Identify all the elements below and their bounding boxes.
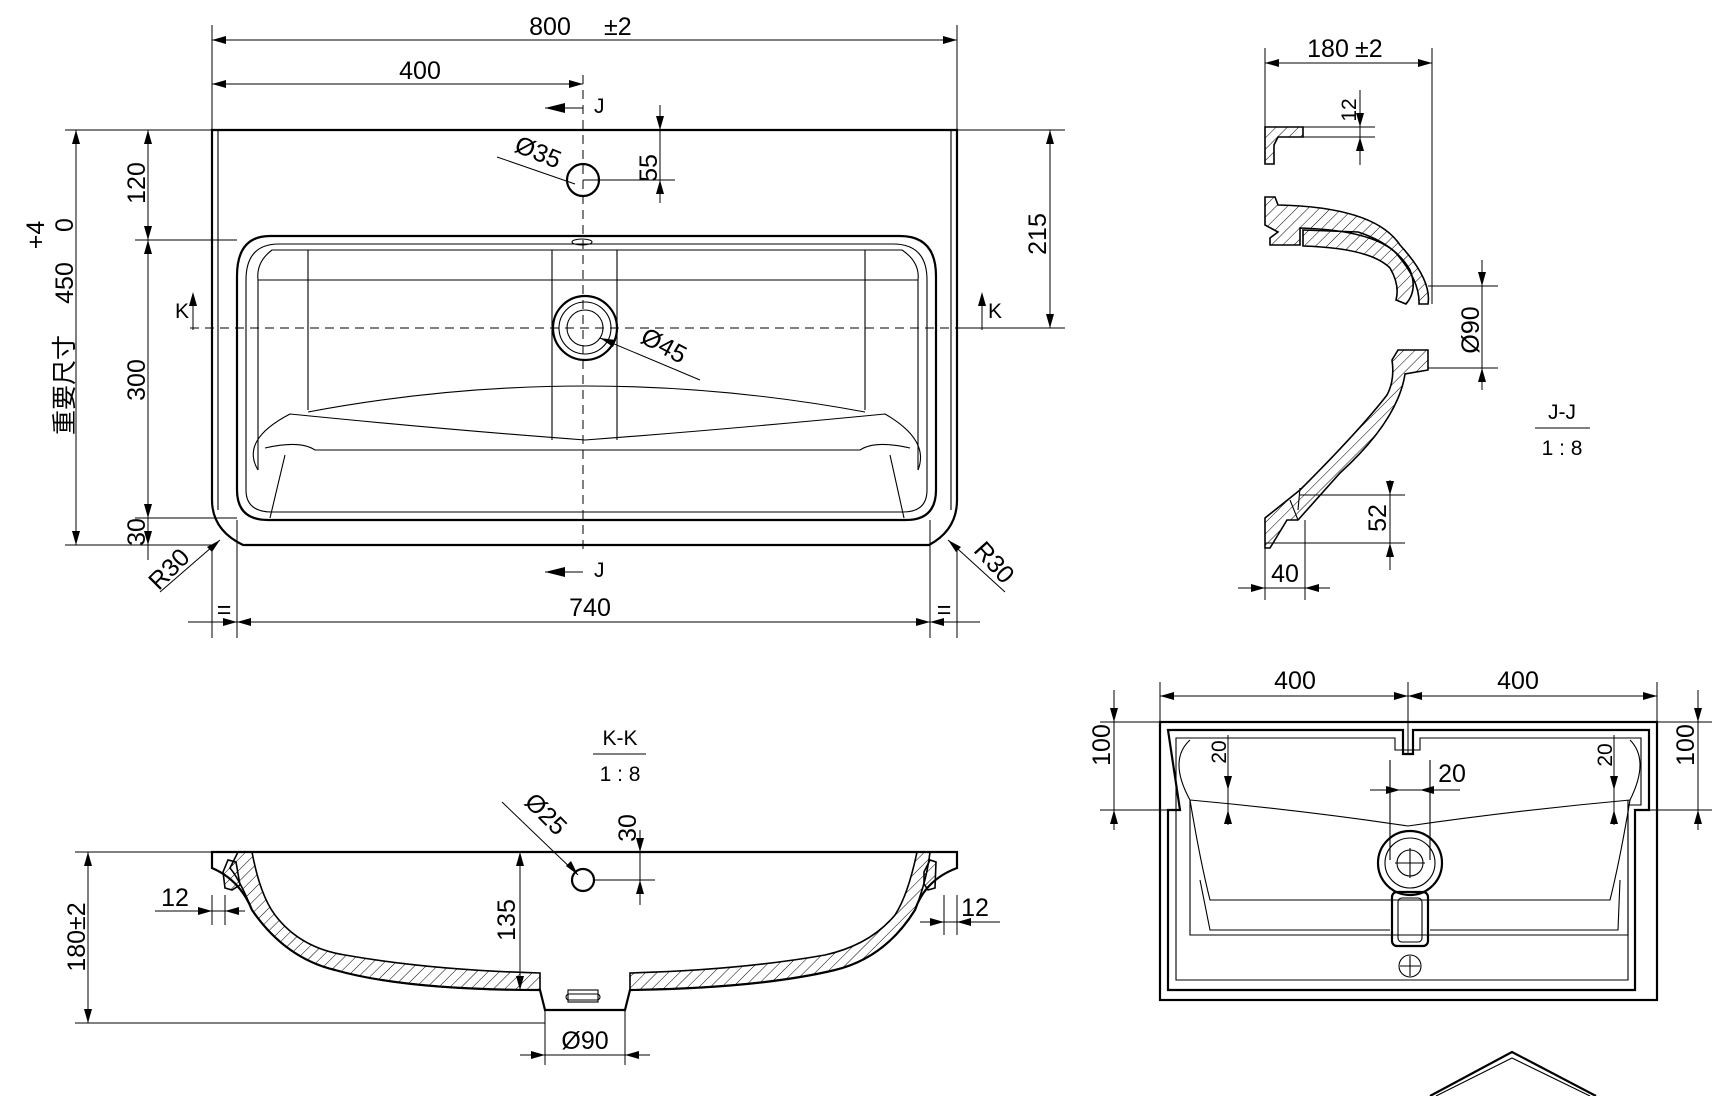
bottom-rib-left: 20 <box>1208 740 1231 763</box>
kk-overflow-offset: 30 <box>614 814 642 842</box>
top-view: 800 ±2 400 J J 55 Ø35 Ø45 <box>22 13 1065 638</box>
section-j-top: J <box>594 95 605 118</box>
bottom-right-edge: 100 <box>1672 724 1700 766</box>
bottom-slot: 20 <box>1438 760 1466 788</box>
dim-bowl-depth: 300 <box>123 359 151 401</box>
jj-title: J-J <box>1548 401 1576 424</box>
kk-title: K-K <box>602 727 637 750</box>
kk-bowl-depth: 135 <box>493 899 521 941</box>
svg-text:Ø35: Ø35 <box>511 131 565 175</box>
bottom-view: 400 400 100 100 20 20 20 <box>1088 667 1712 1002</box>
radius-left: R30 <box>143 543 195 595</box>
dim-front-to-tap: 120 <box>123 162 151 204</box>
bottom-left-edge: 100 <box>1088 724 1116 766</box>
jj-base: 40 <box>1271 560 1299 588</box>
bottom-left-width: 400 <box>1274 667 1316 695</box>
kk-drain: 90 <box>581 1027 609 1055</box>
equal-right: = <box>937 596 952 624</box>
dim-tap-offset: 55 <box>635 154 663 182</box>
jj-depth: 180 <box>1307 35 1349 63</box>
dim-half-width: 400 <box>399 57 441 85</box>
dim-front-margin: 30 <box>123 518 151 546</box>
svg-text:Ø25: Ø25 <box>519 788 572 841</box>
section-k-right: K <box>988 300 1002 323</box>
svg-text:Ø90: Ø90 <box>1457 306 1485 353</box>
bowl-rim <box>235 234 938 522</box>
basin-outline <box>210 128 959 547</box>
kk-rim-left: 12 <box>161 884 189 912</box>
section-jj: 180 ±2 12 Ø90 52 40 J-J 1 : 8 <box>1238 35 1590 600</box>
kk-profile <box>210 850 959 1012</box>
jj-depth-tol: ±2 <box>1355 35 1383 63</box>
iso-view-fragment <box>1429 1050 1597 1096</box>
dim-tol-zero: 0 <box>51 218 79 232</box>
equal-left: = <box>217 596 232 624</box>
important-note: 重要尺寸 <box>51 335 79 435</box>
kk-height: 180±2 <box>63 902 91 971</box>
radius-right: R30 <box>968 536 1020 589</box>
bottom-drain <box>1376 829 1444 897</box>
diameter-symbol: Ø <box>561 1027 580 1055</box>
section-j-bottom: J <box>594 559 605 582</box>
svg-text:Ø45: Ø45 <box>636 322 691 369</box>
dim-tol-plus: +4 <box>22 221 50 250</box>
bottom-rib-right: 20 <box>1594 743 1617 766</box>
diameter-symbol: Ø <box>1457 334 1485 353</box>
jj-scale: 1 : 8 <box>1542 437 1583 460</box>
bottom-right-width: 400 <box>1497 667 1539 695</box>
dim-inner-width: 740 <box>569 594 611 622</box>
dim-right-depth: 215 <box>1024 213 1052 255</box>
section-kk: K-K 1 : 8 Ø25 30 180±2 135 12 <box>63 727 1000 1065</box>
jj-front: 52 <box>1364 504 1392 532</box>
section-k-left: K <box>175 300 189 323</box>
svg-text:Ø90: Ø90 <box>561 1027 608 1055</box>
dim-width-tol: ±2 <box>604 13 632 41</box>
kk-scale: 1 : 8 <box>600 763 641 786</box>
bottom-outline <box>1158 720 1659 1002</box>
jj-drain: 90 <box>1457 306 1485 334</box>
jj-rim: 12 <box>1338 98 1361 121</box>
dim-important-depth: 450 <box>51 262 79 304</box>
dim-width-total: 800 <box>529 13 571 41</box>
kk-overflow-hole <box>570 867 596 893</box>
kk-rim-right: 12 <box>961 894 989 922</box>
